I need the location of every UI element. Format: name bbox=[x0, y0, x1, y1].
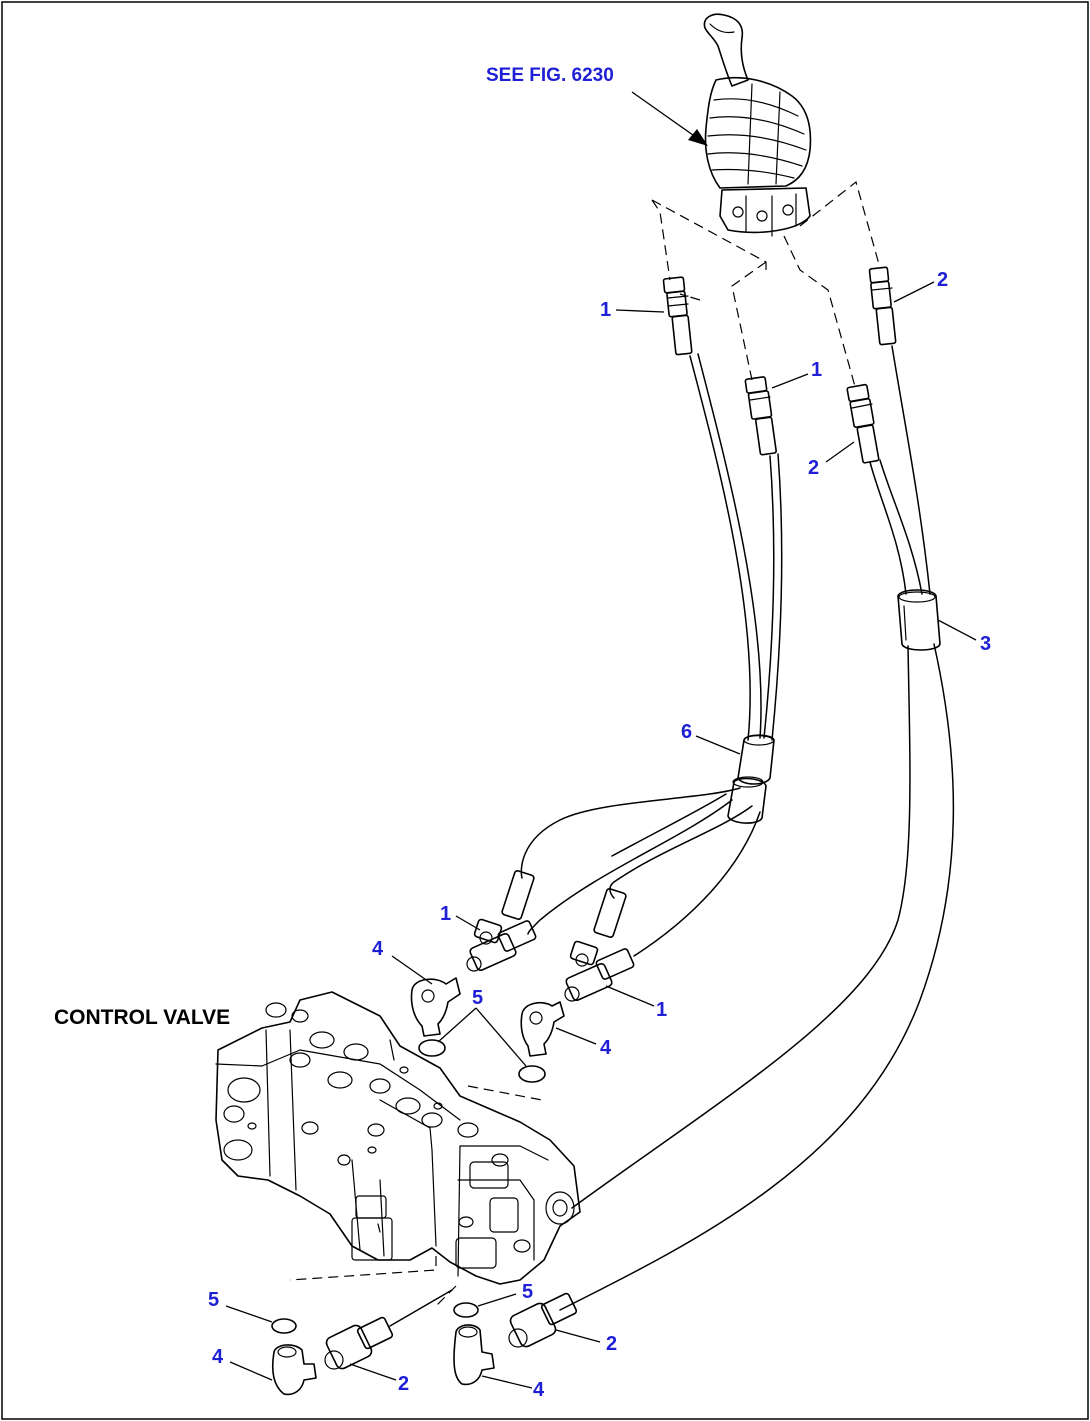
callout-part-4: 4 bbox=[372, 938, 384, 960]
elbow-4-upper-right bbox=[520, 1001, 565, 1057]
fitting-1-middle bbox=[744, 376, 777, 456]
valve-guide-lines bbox=[289, 1085, 543, 1307]
o-ring-5-lower-left bbox=[271, 1318, 297, 1334]
joystick-lever bbox=[703, 13, 812, 237]
callout-part-3: 3 bbox=[980, 633, 991, 655]
control-valve-body bbox=[215, 991, 581, 1285]
callout-part-4: 4 bbox=[533, 1379, 545, 1401]
callout-part-2: 2 bbox=[398, 1373, 409, 1395]
callout-part-5: 5 bbox=[472, 987, 483, 1009]
callout-part-5: 5 bbox=[208, 1289, 219, 1311]
fitting-1-left-pair bbox=[466, 870, 537, 972]
fitting-2-lower-right bbox=[508, 1292, 578, 1348]
callout-part-1: 1 bbox=[811, 359, 822, 381]
callout-part-5: 5 bbox=[522, 1281, 533, 1303]
callout-part-1: 1 bbox=[440, 903, 451, 925]
callout-part-1: 1 bbox=[600, 299, 611, 321]
control-valve-label: CONTROL VALVE bbox=[54, 1006, 230, 1029]
elbow-4-lower-left bbox=[271, 1344, 317, 1396]
o-ring-5-lower-right bbox=[453, 1302, 479, 1318]
elbow-4-lower-right bbox=[453, 1324, 495, 1386]
callout-part-2: 2 bbox=[606, 1333, 617, 1355]
reference-label: SEE FIG. 6230 bbox=[486, 65, 614, 86]
fitting-2-upper-right bbox=[868, 266, 897, 346]
callout-part-6: 6 bbox=[681, 721, 692, 743]
leader-lines bbox=[225, 281, 977, 1389]
callout-part-4: 4 bbox=[600, 1037, 612, 1059]
fitting-1-right-pair bbox=[564, 888, 635, 1002]
port-guide-lines bbox=[651, 180, 881, 391]
clamp-collar-3 bbox=[897, 589, 941, 651]
reference-arrow bbox=[631, 91, 708, 146]
hose-bundle bbox=[520, 345, 955, 1311]
fitting-1-upper-left bbox=[662, 276, 693, 356]
o-ring-5-upper-right bbox=[518, 1065, 546, 1083]
callout-part-4: 4 bbox=[212, 1346, 224, 1368]
o-ring-5-upper-left bbox=[418, 1039, 446, 1057]
elbow-4-upper-left bbox=[410, 977, 461, 1037]
fitting-2-lower-left bbox=[324, 1289, 453, 1370]
callout-part-2: 2 bbox=[937, 269, 948, 291]
fitting-2-middle bbox=[846, 383, 880, 464]
callout-part-1: 1 bbox=[656, 999, 667, 1021]
clamp-6 bbox=[727, 734, 775, 824]
callout-part-2: 2 bbox=[808, 457, 819, 479]
